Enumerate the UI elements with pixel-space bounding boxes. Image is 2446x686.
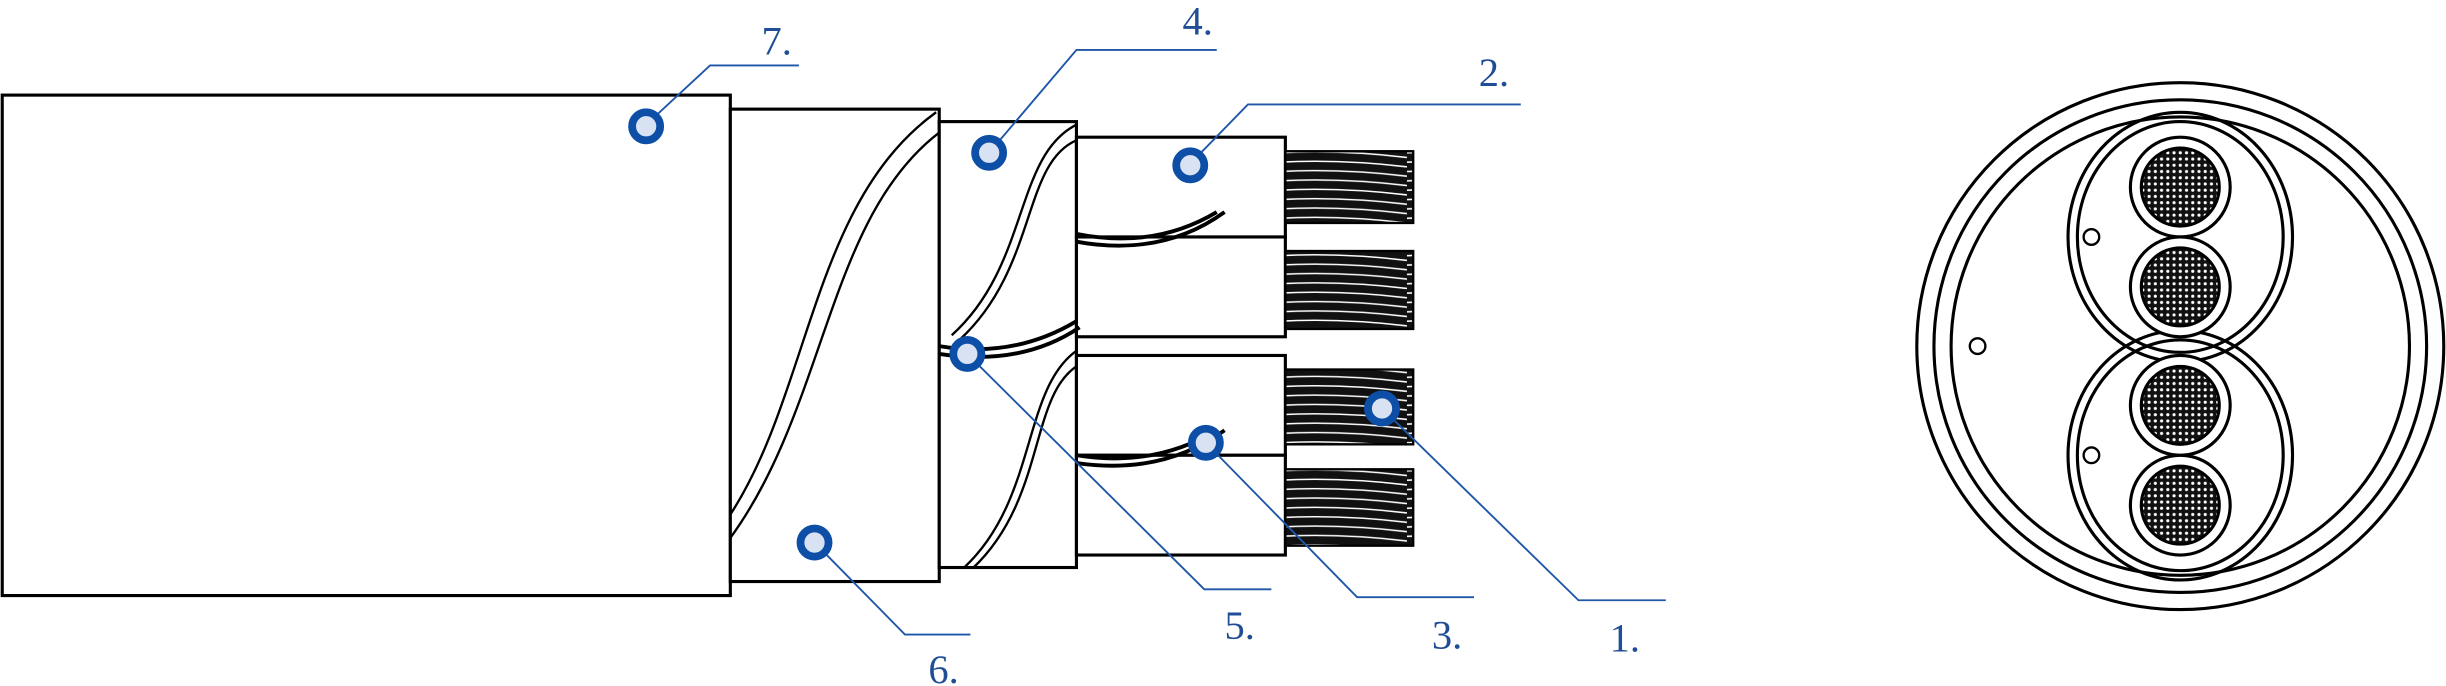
svg-text:7.: 7. [762,19,792,64]
core [2128,235,2232,339]
core [2128,353,2232,457]
callout-2: 2. [1172,50,1521,184]
core [2128,135,2232,239]
drain-strand [2082,228,2101,246]
upper-core-pair [1074,135,1415,339]
callout-3: 3. [1187,424,1475,658]
conductor [1284,249,1415,331]
svg-text:1.: 1. [1610,616,1640,661]
layer-4-tape [950,123,1078,569]
callout-5: 5. [949,335,1272,648]
svg-text:2.: 2. [1479,50,1509,95]
layer-6-tape [729,111,940,539]
callout-7: 7. [628,19,799,145]
callout-4: 4. [971,0,1217,171]
drain-strand [2082,446,2101,465]
layer-6 [728,107,941,584]
svg-text:5.: 5. [1225,603,1255,648]
lower-core-pair [1074,353,1415,557]
conductor [1284,150,1415,225]
svg-text:4.: 4. [1182,0,1212,43]
svg-text:3.: 3. [1432,613,1462,658]
svg-text:6.: 6. [928,647,958,686]
callout-1: 1. [1364,390,1666,661]
cross-section [1915,81,2446,612]
conductor [1284,468,1415,547]
core [2128,453,2232,557]
drain-strand [1968,337,1987,356]
callout-6: 6. [796,524,971,686]
outer-sheath [0,93,732,598]
